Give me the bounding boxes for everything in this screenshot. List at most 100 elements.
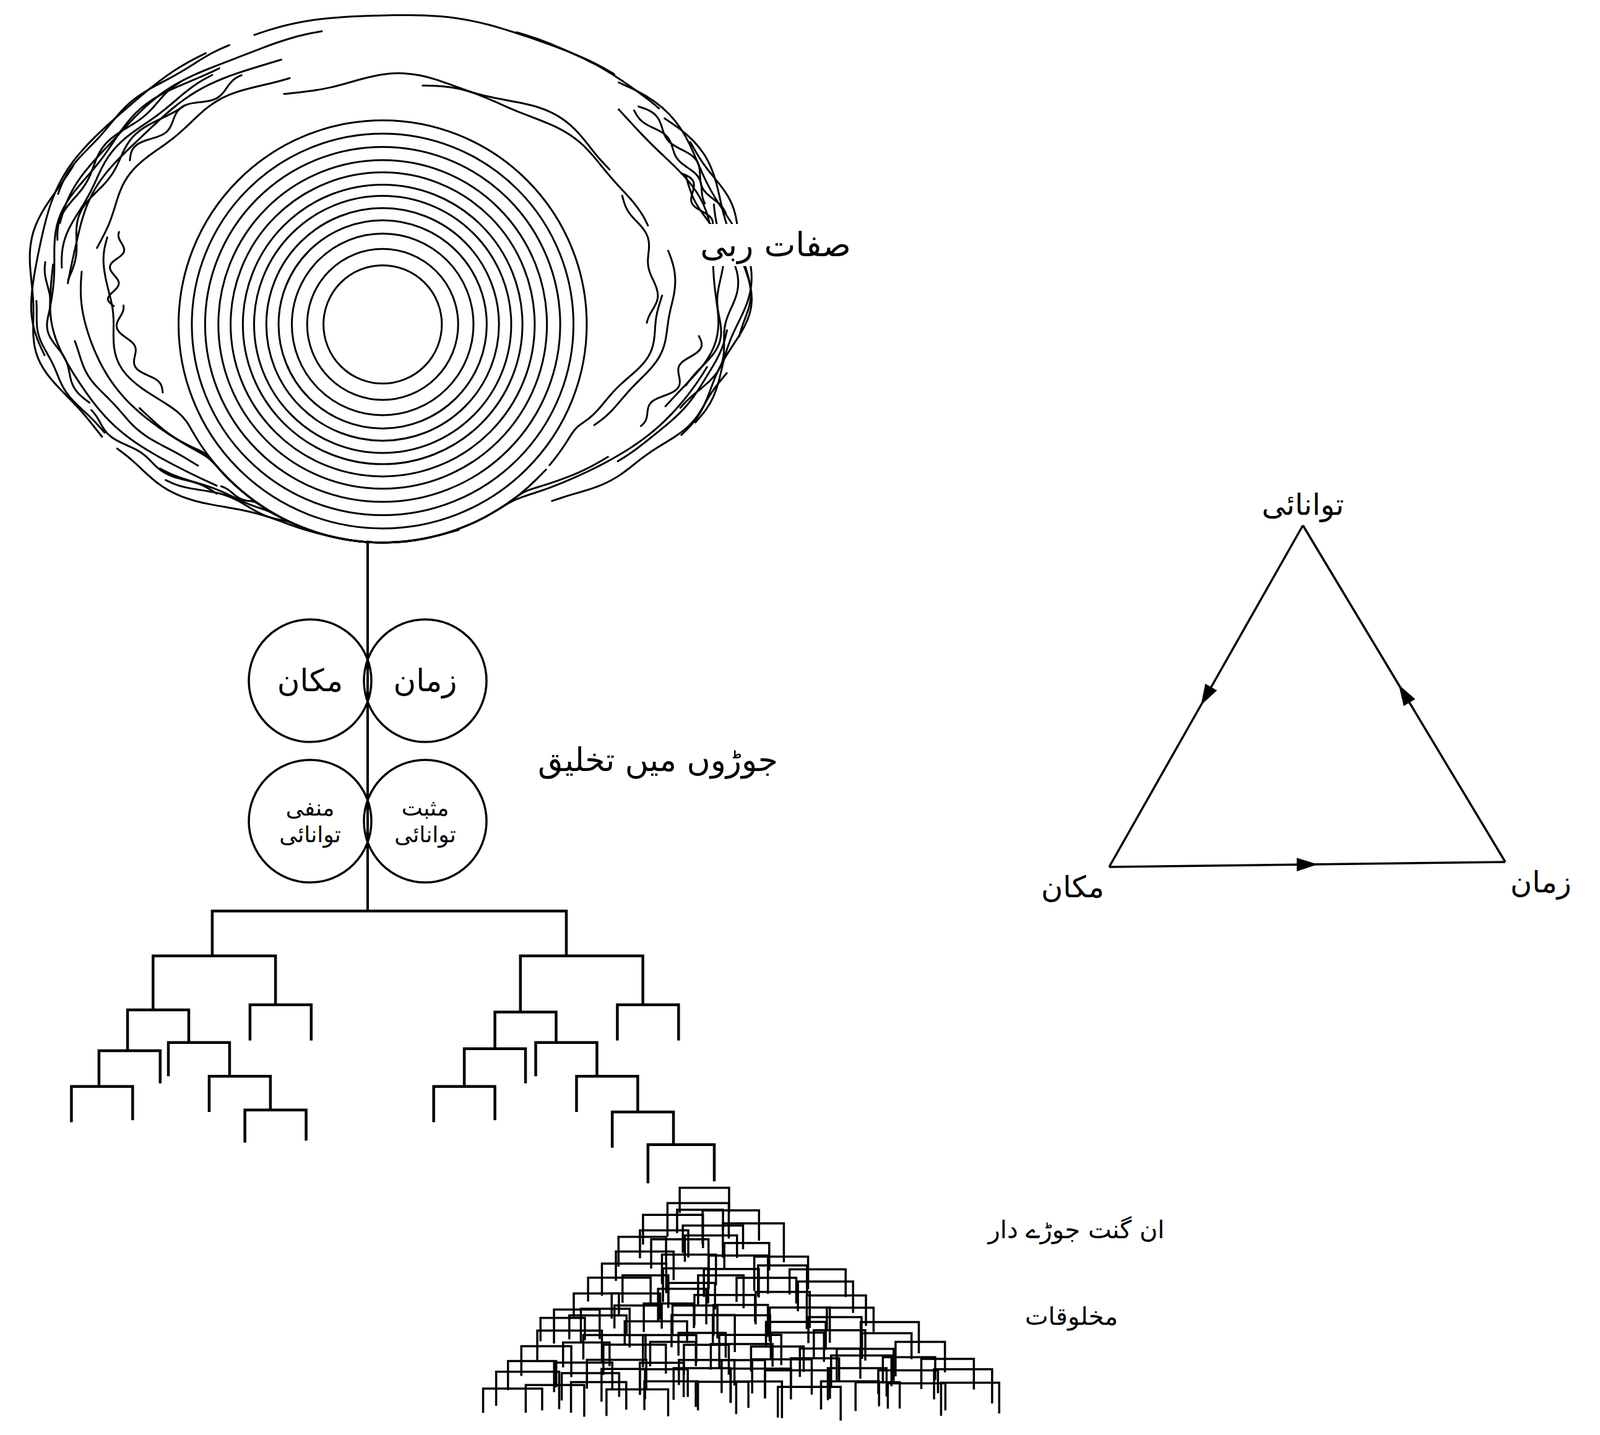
arrow-connector <box>1302 525 1506 863</box>
creature-bracket <box>778 1387 842 1422</box>
concentric-ring <box>266 207 499 441</box>
cloud-scribble <box>30 53 206 356</box>
node-text: زمان <box>393 662 458 700</box>
cloud-scribble <box>439 367 707 536</box>
creature-bracket <box>640 1369 688 1398</box>
circle-node: زمان <box>362 618 488 744</box>
vertex-label: توانائی <box>1257 484 1350 526</box>
tree-branch <box>612 1112 674 1149</box>
cloud-scribble <box>254 14 615 75</box>
tree-branch <box>152 956 276 1011</box>
circle-outline <box>248 760 372 883</box>
tree-branch <box>250 1005 312 1042</box>
cloud-scribble <box>116 305 163 394</box>
creature-bracket <box>483 1388 543 1414</box>
cloud-scribble <box>617 330 727 462</box>
cloud-scribble <box>638 106 727 214</box>
creature-bracket <box>721 1360 766 1399</box>
cloud-scribble <box>50 264 217 486</box>
cloud-scribble <box>284 73 610 170</box>
circle-node: منفی توانائی <box>247 758 373 884</box>
tree-branch <box>433 1086 496 1123</box>
creature-bracket <box>821 1381 880 1410</box>
creature-bracket <box>887 1383 946 1411</box>
cloud-scribble <box>139 408 312 532</box>
cloud-scribble <box>29 165 103 437</box>
creature-bracket <box>614 1305 662 1330</box>
cloud-scribble <box>549 295 663 466</box>
arrow-connector <box>1109 862 1506 868</box>
concentric-ring <box>291 233 473 416</box>
cloud-scribble <box>516 32 660 109</box>
cloud-scribble <box>103 237 257 504</box>
cloud-scribble <box>221 469 546 543</box>
vertex-label: زمان <box>1505 862 1577 904</box>
concentric-ring <box>323 265 442 384</box>
creature-bracket <box>921 1359 974 1390</box>
concentric-ring <box>254 196 512 454</box>
creature-bracket <box>735 1381 782 1419</box>
creature-bracket <box>710 1344 773 1371</box>
node-text: مکان <box>277 662 343 700</box>
node-text: توانائی <box>1262 487 1345 524</box>
cloud-scribble <box>594 250 676 426</box>
creature-bracket <box>736 1278 796 1304</box>
creature-bracket <box>606 1389 669 1417</box>
creature-bracket <box>826 1307 874 1332</box>
creature-bracket <box>615 1251 674 1282</box>
creature-bracket <box>662 1268 709 1305</box>
node-text: مکان <box>1041 869 1105 906</box>
cloud-scribble <box>68 59 282 283</box>
caption-label: ان گنت جوڑے دار <box>983 1213 1170 1246</box>
creature-bracket <box>496 1372 560 1410</box>
creature-bracket <box>667 1203 729 1239</box>
cloud-scribble <box>251 498 457 543</box>
cloud-scribble <box>323 456 608 543</box>
circle-node: مثبت توانائی <box>362 758 488 884</box>
cloud-scribble <box>58 45 230 195</box>
cloud-scribble <box>165 480 426 543</box>
concentric-ring <box>230 172 535 477</box>
tree-branch <box>245 1110 307 1144</box>
cloud-scribble <box>552 373 727 502</box>
creature-bracket <box>601 1263 666 1297</box>
node-text: مثبت توانائی <box>378 794 472 848</box>
creature-bracket <box>586 1359 647 1391</box>
cloud-scribble <box>159 468 410 543</box>
caption-label: جوڑوں میں تخلیق <box>532 739 783 781</box>
circle-outline <box>363 760 487 883</box>
creature-bracket <box>713 1315 771 1344</box>
creature-bracket <box>525 1385 585 1417</box>
tree-branch <box>209 1076 271 1113</box>
creature-bracket <box>855 1382 900 1412</box>
node-text: منفی توانائی <box>263 794 357 848</box>
creature-bracket <box>806 1295 866 1329</box>
tree-branch <box>464 1049 526 1087</box>
arrow-connector <box>1109 525 1303 868</box>
tree-branch <box>576 1076 638 1113</box>
node-text: زمان <box>1510 864 1572 901</box>
creature-bracket <box>836 1349 894 1382</box>
caption-label: صفات ربی <box>695 224 857 267</box>
creature-bracket <box>769 1307 830 1344</box>
concentric-ring <box>178 120 587 529</box>
creature-bracket <box>583 1335 646 1362</box>
creature-bracket <box>571 1382 627 1414</box>
circle-outline <box>363 619 487 743</box>
tree-branch <box>71 1086 133 1123</box>
cloud-scribble <box>220 486 330 537</box>
concentric-ring <box>242 184 523 465</box>
tree-branch <box>212 911 567 957</box>
tree-branch <box>127 1010 189 1051</box>
creature-bracket <box>673 1368 731 1404</box>
creature-bracket <box>684 1236 737 1263</box>
creature-bracket <box>694 1295 756 1326</box>
cloud-scribble <box>50 68 220 309</box>
tree-branch <box>617 1005 679 1042</box>
creature-bracket <box>644 1381 699 1411</box>
tree-branch <box>536 1042 598 1077</box>
